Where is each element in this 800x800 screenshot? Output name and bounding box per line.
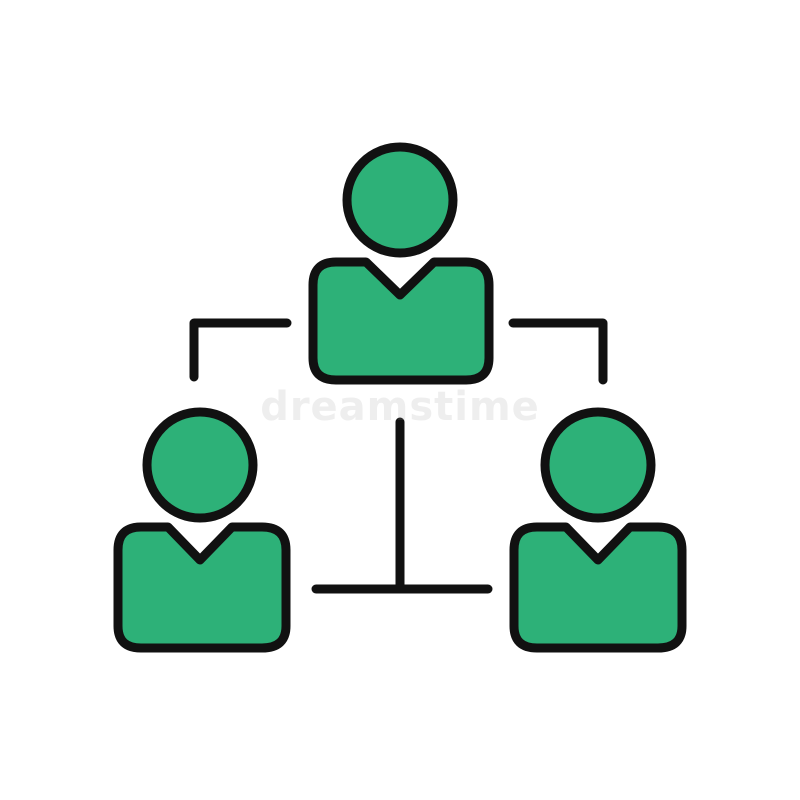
person-right-body-icon: [509, 522, 687, 653]
person-top-head-icon: [342, 142, 458, 258]
person-top: [308, 142, 494, 385]
right-connector-line: [508, 318, 608, 385]
person-right: [509, 407, 687, 653]
person-left-head-icon: [142, 407, 258, 523]
person-right-head-icon: [540, 407, 656, 523]
person-left-body-icon: [113, 522, 291, 653]
person-top-body-icon: [308, 257, 494, 385]
connector-lines: [189, 318, 608, 594]
left-connector-line: [189, 318, 292, 382]
person-left: [113, 407, 291, 653]
